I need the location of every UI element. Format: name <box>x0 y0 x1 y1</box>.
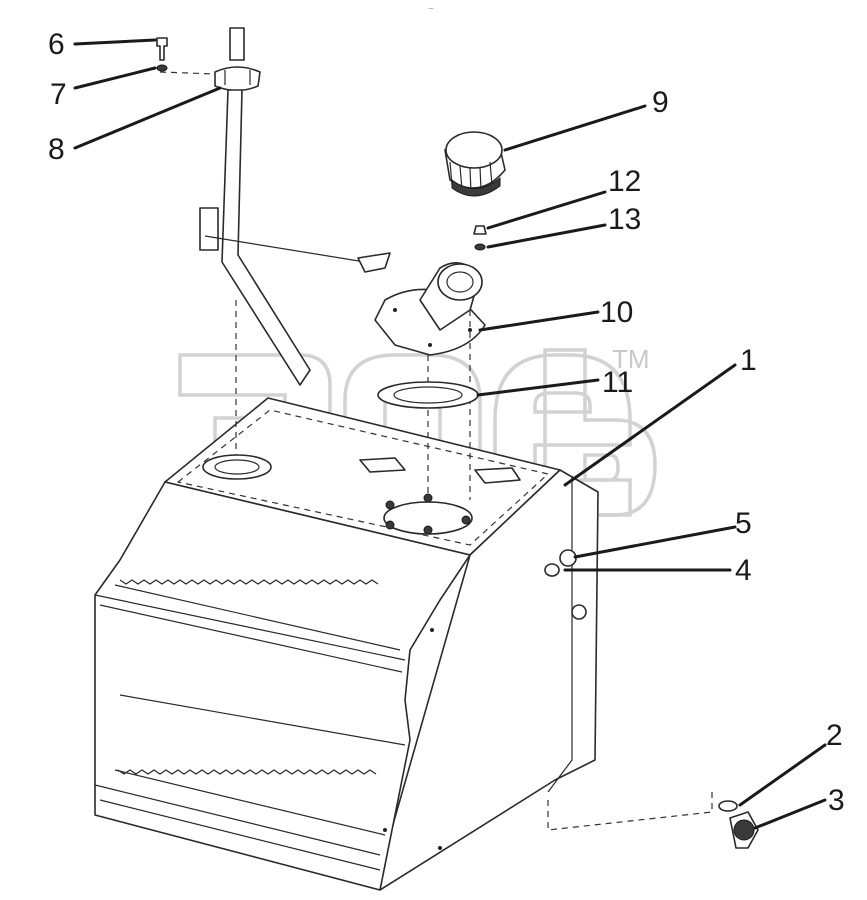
callout-1: 1 <box>740 344 757 377</box>
fuel-sender <box>159 27 391 455</box>
gasket <box>377 381 479 409</box>
filler-cap <box>444 131 506 197</box>
watermark-tm: TM <box>612 344 650 374</box>
callout-13: 13 <box>608 203 641 236</box>
callout-10: 10 <box>600 296 633 329</box>
nut-part-12 <box>473 225 487 235</box>
callout-9: 9 <box>652 86 669 119</box>
callout-5: 5 <box>735 507 752 540</box>
leader-lines <box>73 38 827 830</box>
callout-8: 8 <box>48 133 65 166</box>
callout-3: 3 <box>828 784 845 817</box>
callout-7: 7 <box>50 78 67 111</box>
screw-part-6 <box>156 37 168 61</box>
filler-neck <box>374 262 486 500</box>
drain-plug <box>729 811 759 849</box>
fuel-tank <box>94 397 599 891</box>
callout-4: 4 <box>735 554 752 587</box>
washer-part-7 <box>156 64 168 72</box>
callout-2: 2 <box>826 719 843 752</box>
callout-labels: 1 2 3 4 5 6 7 8 9 10 11 12 13 <box>48 28 845 817</box>
washer-part-13 <box>474 243 486 251</box>
callout-11: 11 <box>602 366 633 399</box>
callout-6: 6 <box>48 28 65 61</box>
top-mark: ~ <box>428 4 434 15</box>
drain-washer <box>718 800 738 812</box>
callout-12: 12 <box>608 165 641 198</box>
